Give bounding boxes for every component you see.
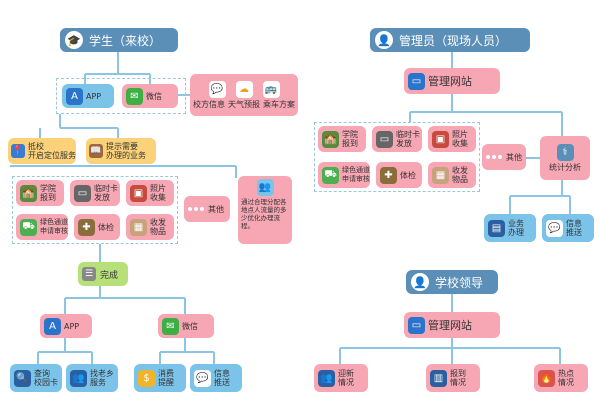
admin-user-icon: 👤 bbox=[375, 31, 393, 49]
stethoscope-icon: ⚕ bbox=[556, 144, 574, 161]
college-icon: 🏫 bbox=[322, 130, 339, 148]
task-medical[interactable]: ✚体检 bbox=[74, 214, 120, 240]
chat-icon: 💬 bbox=[546, 219, 563, 237]
people-icon: 👥 bbox=[70, 369, 87, 387]
medical-icon: ✚ bbox=[78, 218, 95, 236]
app-node[interactable]: A APP bbox=[62, 84, 114, 108]
weather-icon: ☁ bbox=[235, 81, 253, 98]
task-other[interactable]: 其他 bbox=[184, 196, 230, 222]
admin-task-greenchannel[interactable]: ⛟绿色通道 申请审核 bbox=[318, 162, 370, 188]
card-icon: ▭ bbox=[74, 184, 91, 202]
admin-site-node[interactable]: ▭ 管理网站 bbox=[404, 68, 500, 94]
green-channel-icon: ⛟ bbox=[322, 166, 339, 184]
group-icon: 👥 bbox=[318, 369, 335, 387]
student-title: 🎓 学生（来校） bbox=[60, 28, 178, 52]
wechat-icon: ✉ bbox=[162, 317, 179, 335]
document-icon: ▤ bbox=[488, 219, 505, 237]
monitor-icon: ▭ bbox=[408, 316, 425, 334]
consumption-node[interactable]: $消费 提醒 bbox=[134, 364, 186, 392]
welcome-status-node[interactable]: 👥迎新 情况 bbox=[314, 364, 368, 392]
wechat-icon: ✉ bbox=[126, 87, 143, 105]
task-greenchannel[interactable]: ⛟绿色通道 申请审核 bbox=[16, 214, 68, 240]
chat-icon: 💬 bbox=[208, 81, 226, 98]
chat-icon: 💬 bbox=[194, 369, 211, 387]
campus-card-node[interactable]: 🔍查询 校园卡 bbox=[10, 364, 62, 392]
task-goods[interactable]: ▦收发 物品 bbox=[126, 214, 174, 240]
box-icon: ▦ bbox=[130, 218, 147, 236]
wechat-node[interactable]: ✉ 微信 bbox=[122, 84, 178, 108]
search-icon: 🔍 bbox=[14, 369, 31, 387]
hot-status-node[interactable]: 🔥热点 情况 bbox=[534, 364, 588, 392]
book-icon: 📖 bbox=[89, 144, 103, 158]
task-tempcard[interactable]: ▭临时卡 发放 bbox=[70, 180, 120, 206]
checklist-icon: ☰ bbox=[82, 267, 96, 281]
admin-title: 👤 管理员（现场人员） bbox=[370, 28, 530, 52]
arrive-node: 📍 抵校 开启定位服务 bbox=[8, 138, 76, 164]
presentation-icon: ▥ bbox=[430, 369, 447, 387]
register-status-node[interactable]: ▥报到 情况 bbox=[426, 364, 480, 392]
admin-task-other[interactable]: 其他 bbox=[482, 144, 526, 170]
note-node: 👥 通过合理分配各地点人流量的多少优化办理流程。 bbox=[238, 176, 292, 244]
photo-icon: ▣ bbox=[130, 184, 147, 202]
admin-task-college[interactable]: 🏫学院 报到 bbox=[318, 126, 366, 152]
money-bag-icon: $ bbox=[138, 369, 155, 387]
graduate-icon: 🎓 bbox=[65, 31, 83, 49]
complete-node: ☰ 完成 bbox=[78, 262, 128, 286]
stats-node[interactable]: ⚕ 统计分析 bbox=[540, 136, 590, 180]
task-photo[interactable]: ▣照片 收集 bbox=[126, 180, 174, 206]
leader-site-node[interactable]: ▭ 管理网站 bbox=[404, 312, 500, 338]
admin-task-medical[interactable]: ✚体检 bbox=[376, 162, 422, 188]
admin-task-grid bbox=[314, 122, 480, 192]
admin-task-tempcard[interactable]: ▭临时卡 发放 bbox=[372, 126, 422, 152]
admin-task-goods[interactable]: ▦收发 物品 bbox=[428, 162, 476, 188]
task-college[interactable]: 🏫学院 报到 bbox=[16, 180, 64, 206]
admin-push-node[interactable]: 💬信息 推送 bbox=[542, 214, 594, 242]
medical-icon: ✚ bbox=[380, 166, 397, 184]
hot-icon: 🔥 bbox=[538, 369, 555, 387]
college-icon: 🏫 bbox=[20, 184, 37, 202]
bus-icon: 🚌 bbox=[262, 81, 280, 98]
left-task-grid bbox=[12, 176, 178, 244]
monitor-icon: ▭ bbox=[408, 72, 425, 90]
wechat-node-2[interactable]: ✉ 微信 bbox=[158, 314, 214, 338]
business-node[interactable]: ▤业务 办理 bbox=[484, 214, 536, 242]
card-icon: ▭ bbox=[376, 130, 393, 148]
app-node-2[interactable]: A APP bbox=[40, 314, 92, 338]
info-services-node: 💬 ☁ 🚌 校方信息 天气预报 乘车方案 bbox=[190, 74, 298, 116]
info-push-node[interactable]: 💬信息 推送 bbox=[190, 364, 242, 392]
people-flow-icon: 👥 bbox=[256, 179, 274, 196]
app-store-icon: A bbox=[66, 87, 83, 105]
green-channel-icon: ⛟ bbox=[20, 218, 37, 236]
fellow-townsman-node[interactable]: 👥找老乡 服务 bbox=[66, 364, 118, 392]
photo-icon: ▣ bbox=[432, 130, 449, 148]
map-pin-icon: 📍 bbox=[11, 144, 25, 158]
app-wechat-group bbox=[56, 78, 186, 114]
box-icon: ▦ bbox=[432, 166, 449, 184]
leader-title: 👤 学校领导 bbox=[406, 270, 498, 294]
app-store-icon: A bbox=[44, 317, 61, 335]
admin-task-photo[interactable]: ▣照片 收集 bbox=[428, 126, 476, 152]
leader-user-icon: 👤 bbox=[411, 273, 429, 291]
reminder-node: 📖 提示需要 办理的业务 bbox=[86, 138, 156, 164]
